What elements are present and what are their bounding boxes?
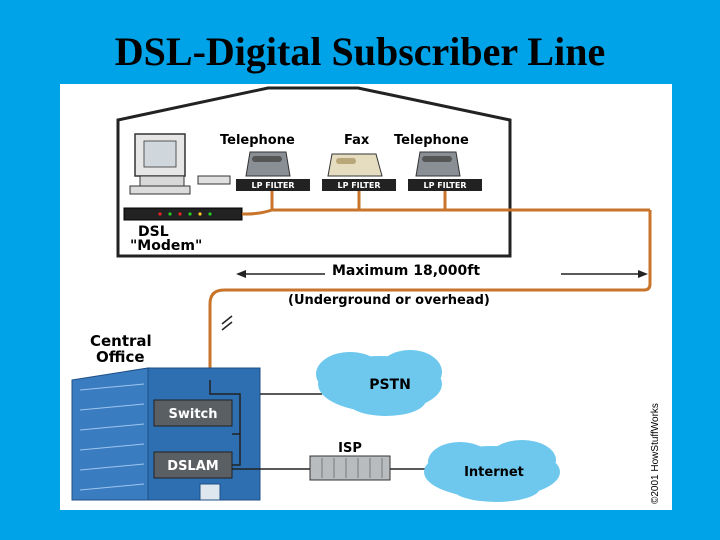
lp-filter-3: [408, 179, 482, 191]
lp-filter-label-2: LP FILTER: [337, 181, 380, 190]
pstn-label: PSTN: [369, 377, 411, 393]
central-office-label-line1: Central: [90, 332, 152, 350]
internet-cloud: [424, 440, 560, 502]
network-links: [209, 380, 425, 470]
lp-filter-1: [236, 179, 310, 191]
fax-icon: [327, 153, 383, 177]
computer-icon: [129, 133, 231, 195]
lp-filter-label-1: LP FILTER: [251, 181, 294, 190]
fax-label: Fax: [344, 133, 370, 148]
isp-label: ISP: [338, 441, 362, 456]
telephone-label-1: Telephone: [220, 133, 295, 148]
dsl-diagram: DSL "Modem" Telephone Fax Telephone LP F…: [60, 84, 672, 510]
central-office-label-line2: Office: [96, 348, 145, 366]
telephone-label-2: Telephone: [394, 133, 469, 148]
route-label: (Underground or overhead): [288, 293, 490, 308]
switch-rack: [153, 399, 233, 427]
isp-equipment: [309, 455, 391, 481]
lp-filter-label-3: LP FILTER: [423, 181, 466, 190]
telephone-icon: [245, 151, 291, 177]
copyright-text: ©2001 HowStuffWorks: [650, 403, 661, 504]
switch-label: Switch: [168, 407, 217, 422]
central-office-building: [71, 367, 261, 501]
dslam-label: DSLAM: [167, 459, 218, 474]
dsl-modem-icon: [123, 207, 243, 221]
modem-label-line2: "Modem": [130, 238, 202, 254]
internet-label: Internet: [464, 465, 524, 480]
slide-title: DSL-Digital Subscriber Line: [114, 29, 606, 74]
lp-filter-2: [322, 179, 396, 191]
phone-line: [208, 191, 652, 379]
dslam-rack: [153, 451, 233, 479]
distance-label: Maximum 18,000ft: [332, 263, 480, 279]
modem-label-line1: DSL: [138, 224, 169, 240]
pstn-cloud: [316, 350, 442, 416]
telephone-icon: [415, 151, 461, 177]
